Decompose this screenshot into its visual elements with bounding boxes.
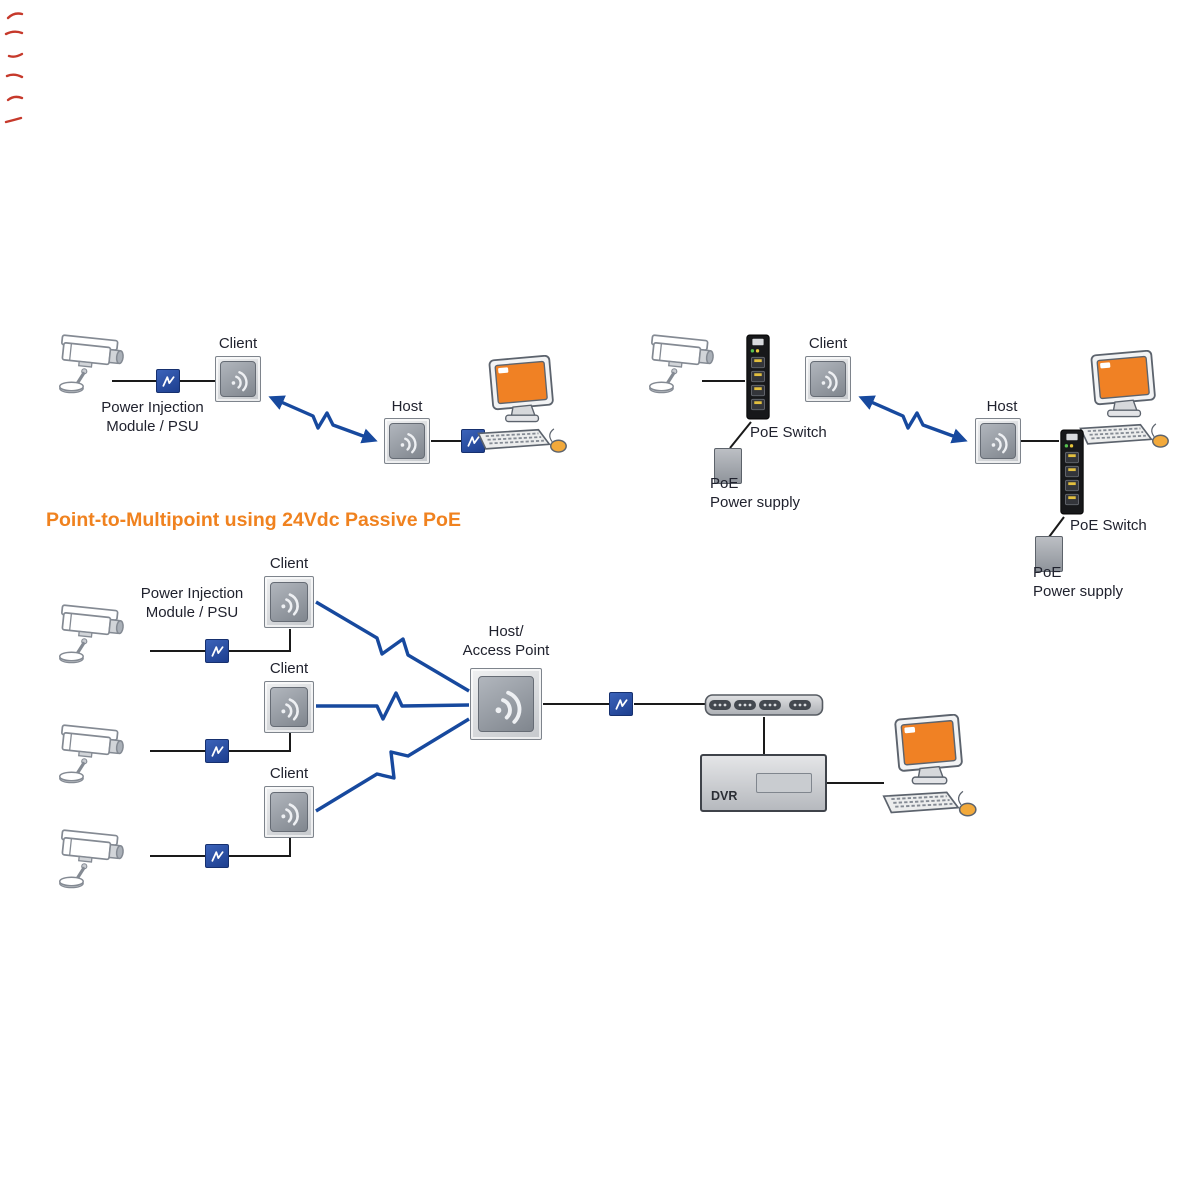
section-heading: Point-to-Multipoint using 24Vdc Passive … [46,509,461,531]
radio-waves-icon [278,696,302,723]
cctv-camera-icon [48,325,144,407]
power-injection-label: Power Injection Module / PSU [101,399,204,435]
poe-power-supply [1035,536,1063,572]
wireless-link-bolt [315,600,470,693]
desktop-computer-icon [878,713,983,824]
cctv-camera-icon [638,325,734,407]
poe-switch-icon [1058,427,1086,517]
client-label: Client [808,335,848,352]
host-radio-unit [384,418,430,464]
poe-power-supply [714,448,742,484]
lightning-bolt-icon [210,745,224,757]
power-injector [609,692,633,716]
client-radio-unit [215,356,261,402]
lightning-bolt-icon [210,850,224,862]
poe-switch-label: PoE Switch [750,424,827,441]
red-margin-marks [4,12,24,124]
desktop-computer-icon [1075,349,1175,455]
wireless-links [268,395,968,813]
radio-waves-icon [278,591,302,618]
client-label: Client [269,555,309,572]
power-injector [205,739,229,763]
radio-waves-icon [818,369,840,394]
lightning-bolt-icon [161,375,175,387]
patch-panel-icon [704,693,824,717]
wireless-link-bolt [315,717,470,813]
lightning-bolt-icon [210,645,224,657]
host-radio-unit [975,418,1021,464]
wireless-link-bolt [316,691,470,721]
desktop-computer-icon [473,354,573,460]
power-injector [156,369,180,393]
client-radio-unit [805,356,851,402]
host-access-point-radio-unit [470,668,542,740]
client-label: Client [218,335,258,352]
radio-waves-icon [490,688,524,727]
dvr-label: DVR [711,789,738,803]
dvr-unit: DVR [700,754,827,812]
poe-power-supply-label: PoE Power supply [710,475,801,511]
client-radio-unit [264,786,314,838]
client-radio-unit [264,576,314,628]
wireless-link-arrow-icon [858,395,968,444]
radio-waves-icon [278,801,302,828]
poe-switch-label: PoE Switch [1070,517,1147,534]
client-label: Client [269,765,309,782]
cctv-camera-icon [48,715,144,797]
lightning-bolt-icon [614,698,628,710]
wireless-link-arrow-icon [268,395,378,444]
power-injector [205,844,229,868]
cctv-camera-icon [48,820,144,902]
poe-power-supply-label: PoE Power supply [1033,564,1124,600]
dvr-drive-slot [756,773,812,793]
radio-waves-icon [988,431,1010,456]
radio-waves-icon [228,369,250,394]
host-label: Host [391,398,423,415]
power-injection-label: Power Injection Module / PSU [140,585,244,621]
client-radio-unit [264,681,314,733]
radio-waves-icon [397,431,419,456]
poe-switch-icon [744,332,772,422]
power-injector [205,639,229,663]
client-label: Client [269,660,309,677]
host-access-point-label: Host/ Access Point [462,623,550,659]
host-label: Host [986,398,1018,415]
